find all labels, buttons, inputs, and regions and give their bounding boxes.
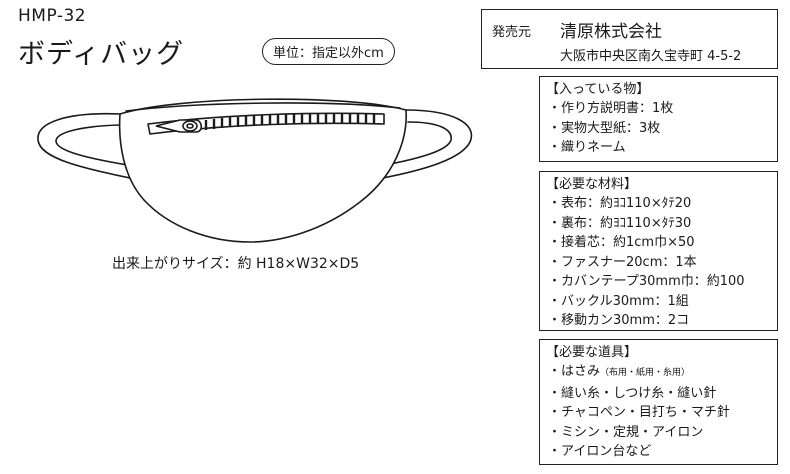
tools-title: 【必要な道具】 [546, 345, 638, 360]
publisher-label: 発売元 [492, 25, 532, 40]
gusset-line [125, 102, 401, 112]
tools-note: （布用・紙用・糸用） [600, 368, 691, 378]
list-item: はさみ（布用・紙用・糸用） [548, 362, 777, 384]
strap-right [371, 109, 473, 181]
materials-list: 表布：約ﾖｺ110×ﾀﾃ20 裏布：約ﾖｺ110×ﾀﾃ30 接着芯：約1cm巾×… [546, 194, 777, 331]
tools-box: 【必要な道具】 はさみ（布用・紙用・糸用） 縫い糸・しつけ糸・縫い針 チャコペン… [539, 339, 778, 465]
product-title: ボディバッグ [18, 39, 185, 70]
finished-size: 出来上がりサイズ：約 H18×W32×D5 [112, 256, 360, 272]
contents-title: 【入っている物】 [546, 82, 650, 97]
list-item: バックル30mm：1組 [548, 292, 777, 312]
product-code: HMP-32 [18, 6, 87, 26]
publisher-address: 大阪市中央区南久宝寺町 4-5-2 [560, 49, 742, 64]
zipper-pull [155, 119, 203, 133]
list-item: カバンテープ30mm巾：約100 [548, 272, 777, 292]
zipper-teeth [204, 114, 376, 130]
bag-illustration [37, 98, 473, 243]
materials-title: 【必要な材料】 [546, 177, 638, 192]
bag-body [118, 98, 407, 243]
unit-note-badge: 単位：指定以外cm [262, 38, 395, 65]
list-item: 縫い糸・しつけ糸・縫い針 [548, 384, 777, 404]
strap-left-inner [55, 124, 147, 169]
list-item: ファスナー20cm：1本 [548, 253, 777, 273]
strap-right-inner [379, 121, 452, 167]
publisher-name: 清原株式会社 [560, 22, 662, 42]
list-item: 接着芯：約1cm巾×50 [548, 233, 777, 253]
list-item: 作り方説明書：1枚 [548, 99, 777, 119]
list-item: アイロン台など [548, 442, 777, 462]
publisher-box: 発売元 清原株式会社 大阪市中央区南久宝寺町 4-5-2 [481, 9, 778, 69]
list-item: 裏布：約ﾖｺ110×ﾀﾃ30 [548, 214, 777, 234]
strap-left [37, 112, 151, 183]
tools-list: はさみ（布用・紙用・糸用） 縫い糸・しつけ糸・縫い針 チャコペン・目打ち・マチ針… [546, 362, 777, 462]
list-item: 移動カン30mm：2コ [548, 311, 777, 331]
list-item: 織りネーム [548, 138, 777, 158]
list-item: 実物大型紙：3枚 [548, 119, 777, 139]
materials-box: 【必要な材料】 表布：約ﾖｺ110×ﾀﾃ20 裏布：約ﾖｺ110×ﾀﾃ30 接着… [539, 171, 778, 331]
contents-box: 【入っている物】 作り方説明書：1枚 実物大型紙：3枚 織りネーム [539, 76, 778, 162]
list-item: チャコペン・目打ち・マチ針 [548, 403, 777, 423]
list-item: 表布：約ﾖｺ110×ﾀﾃ20 [548, 194, 777, 214]
contents-list: 作り方説明書：1枚 実物大型紙：3枚 織りネーム [546, 99, 777, 158]
list-item: ミシン・定規・アイロン [548, 423, 777, 443]
